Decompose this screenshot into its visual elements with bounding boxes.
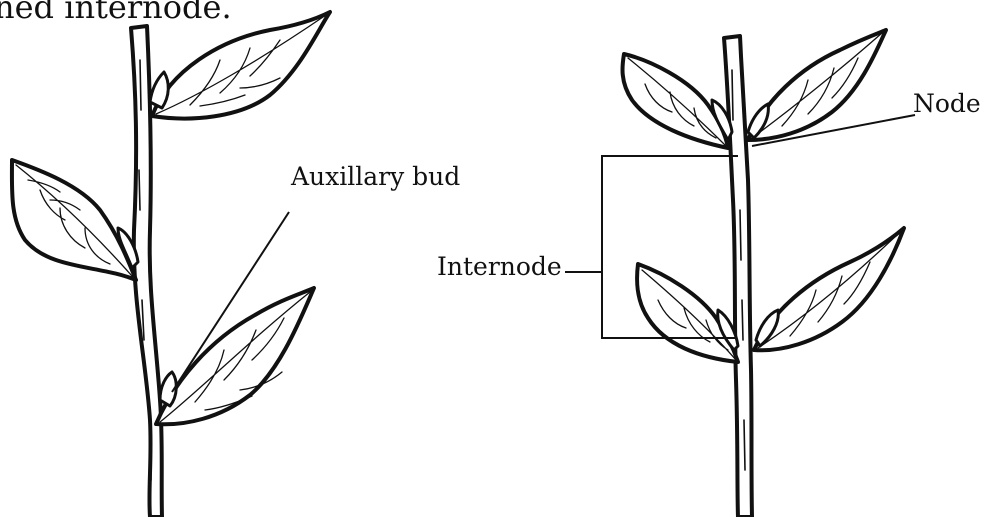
left-top-leaf: [152, 12, 330, 118]
internode-label: Internode: [437, 252, 562, 281]
left-top-bud: [150, 72, 168, 108]
left-plant: [12, 12, 330, 517]
right-plant: [622, 30, 904, 517]
axillary-bud-label: Auxillary bud: [290, 162, 460, 191]
left-middle-leaf: [12, 160, 136, 280]
right-stem: [724, 36, 752, 517]
caption-fragment: ned internode.: [0, 0, 232, 26]
right-lower-right-leaf: [754, 228, 904, 350]
node-label: Node: [913, 89, 981, 118]
